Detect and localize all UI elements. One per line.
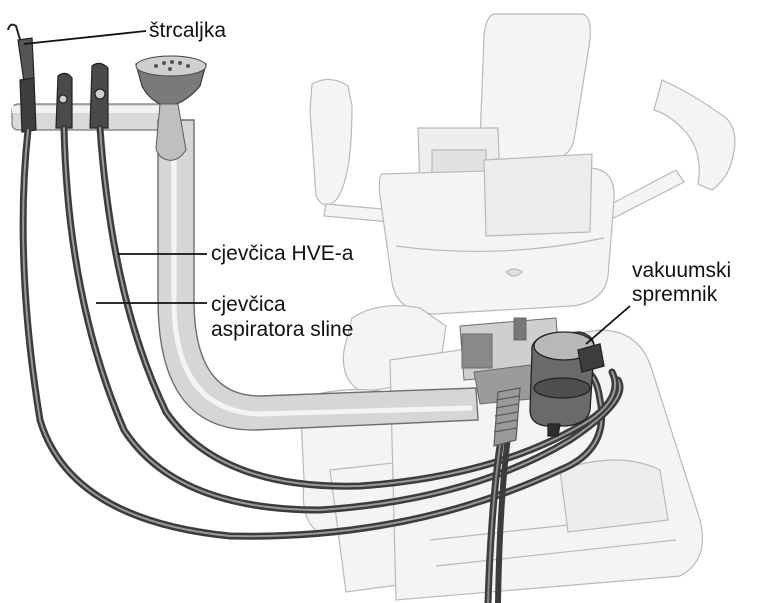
label-saliva-ejector-tubing-line1: cjevčica	[211, 293, 286, 317]
patient-chair	[300, 14, 735, 600]
label-syringe: štrcaljka	[149, 19, 226, 43]
label-saliva-ejector-tubing-line2: aspiratora sline	[211, 318, 353, 342]
label-vacuum-canister-line2: spremnik	[632, 283, 717, 307]
leader-line-syringe	[24, 31, 146, 44]
label-vacuum-canister-line1: vakuumski	[632, 259, 731, 283]
label-hve-tubing: cjevčica HVE-a	[211, 242, 353, 266]
drain-hose	[494, 388, 520, 446]
